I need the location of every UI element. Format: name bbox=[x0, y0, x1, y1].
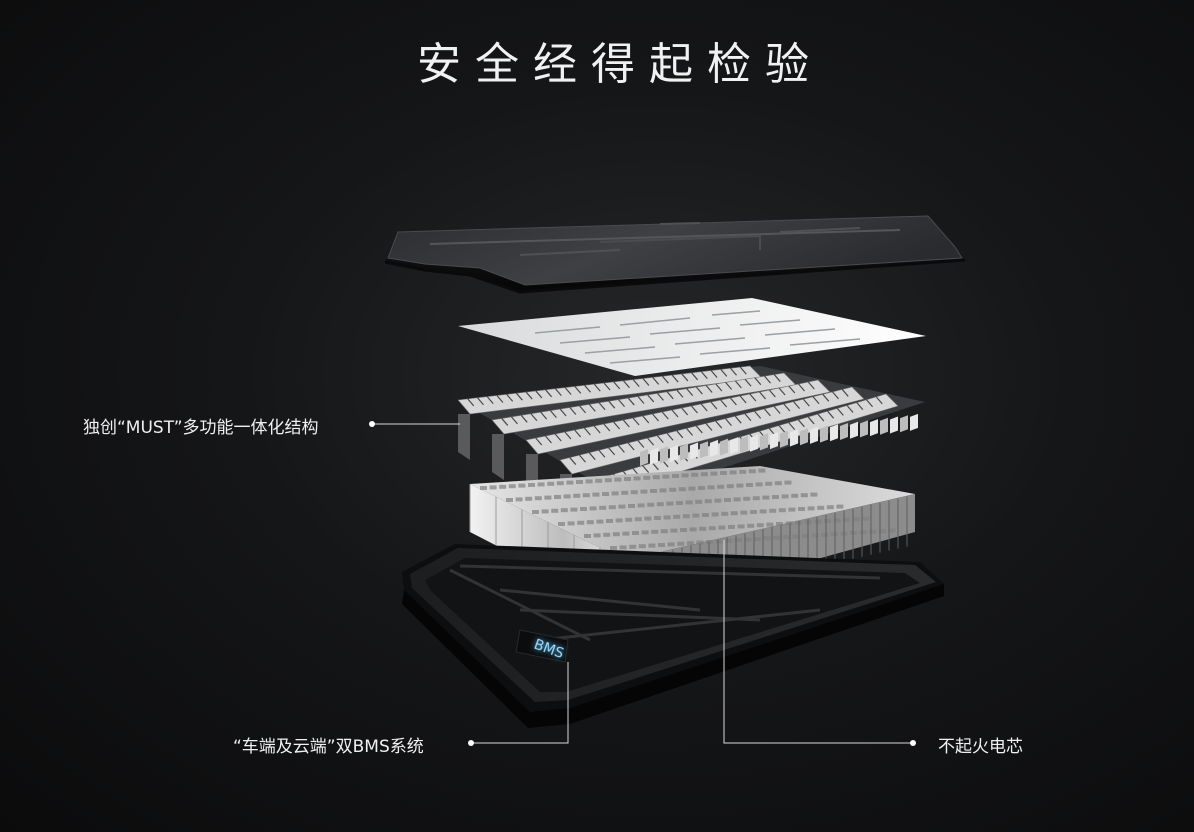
insulation-sheet bbox=[458, 298, 926, 376]
cell-leader-dot bbox=[910, 740, 916, 746]
callout-nonflammable-cell: 不起火电芯 bbox=[938, 737, 1023, 757]
leader-lines bbox=[369, 421, 916, 746]
battery-lid bbox=[384, 215, 966, 294]
cell-leader-line bbox=[723, 540, 913, 744]
callout-must-structure: 独创“MUST”多功能一体化结构 bbox=[83, 418, 319, 438]
callout-dual-bms: “车端及云端”双BMS系统 bbox=[233, 737, 424, 757]
bms-leader-line bbox=[471, 662, 569, 744]
bms-leader-dot bbox=[468, 740, 474, 746]
battery-tray: BMS bbox=[402, 544, 944, 728]
must-leader-dot bbox=[369, 421, 375, 427]
must-structure bbox=[457, 365, 925, 540]
page-title: 安全经得起检验 bbox=[417, 39, 823, 90]
